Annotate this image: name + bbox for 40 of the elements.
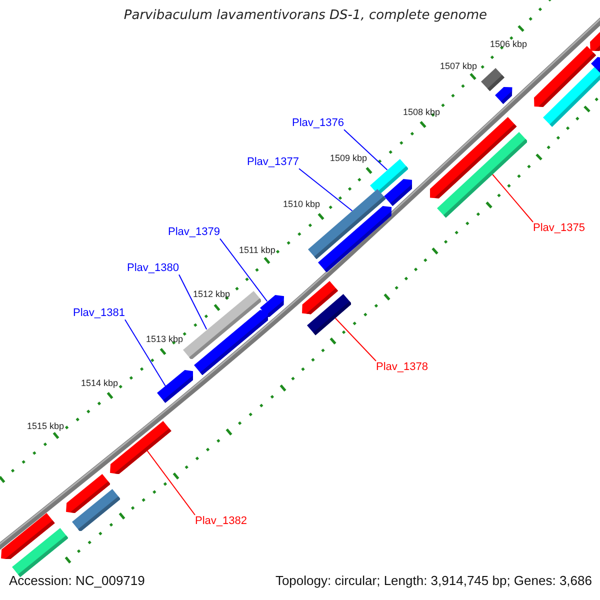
tick-label: 1509 kbp [330, 153, 368, 164]
gene-bar [318, 206, 392, 272]
leader-line [334, 318, 376, 362]
tick-label: 1510 kbp [283, 199, 320, 210]
tick-label: 1514 kbp [81, 378, 118, 388]
tick-label: 1506 kbp [490, 39, 528, 50]
gene-label: Plav_1375 [533, 222, 585, 235]
gene-bar [495, 86, 513, 104]
chart-title: Parvibaculum lavamentivorans DS-1, complete genome [124, 9, 487, 24]
genome-info-text: Topology: circular; Length: 3,914,745 bp; Genes: 3,686 [275, 574, 592, 589]
gene-label: Plav_1381 [73, 307, 125, 320]
gene-bar [384, 179, 412, 206]
leader-line [220, 238, 268, 302]
leader-line [298, 168, 353, 212]
leader-line [344, 129, 388, 170]
accession-text: Accession: NC_009719 [9, 574, 145, 589]
leader-line [146, 450, 196, 516]
gene-label: Plav_1382 [195, 515, 247, 528]
tick-label: 1515 kbp [27, 421, 64, 432]
gene-label: Plav_1376 [292, 117, 344, 130]
gene-label: Plav_1379 [168, 226, 220, 239]
tick-label: 1507 kbp [440, 61, 478, 72]
gene-label: Plav_1378 [376, 361, 428, 374]
leader-line [124, 319, 166, 387]
tick-label: 1511 kbp [239, 245, 276, 256]
gene-label: Plav_1377 [247, 156, 299, 169]
gene-bar [430, 117, 517, 199]
gene-bar [481, 68, 505, 92]
leader-line [492, 174, 534, 222]
gene-bar [194, 310, 268, 376]
gene-bar [156, 370, 194, 404]
leader-line [178, 274, 208, 330]
tick-label: 1508 kbp [403, 107, 440, 118]
tick-label: 1513 kbp [146, 334, 184, 344]
gene-bar [542, 65, 600, 127]
gene-bar [302, 281, 338, 315]
gene-bar [72, 488, 120, 532]
tick-label: 1512 kbp [193, 289, 230, 300]
gene-label: Plav_1380 [127, 262, 179, 275]
gene-bar [110, 420, 172, 474]
